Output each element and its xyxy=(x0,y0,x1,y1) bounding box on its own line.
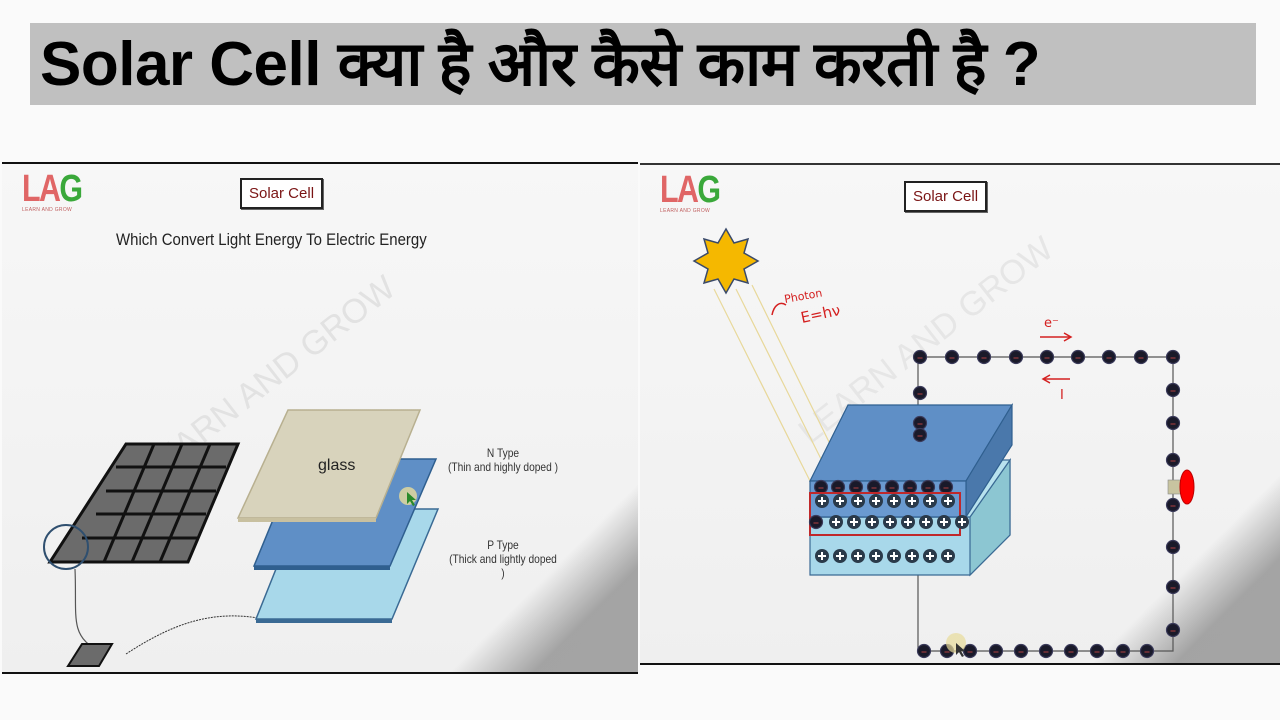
lag-logo: LAG LEARN AND GROW xyxy=(22,170,96,213)
glass-layer: glass xyxy=(236,409,422,522)
logo-subtitle: LEARN AND GROW xyxy=(22,207,73,213)
slide-shadow xyxy=(398,472,638,672)
curved-arrow-icon xyxy=(125,615,265,655)
electron-flow-annotation: e⁻ xyxy=(1040,316,1073,342)
logo-letter-a: A xyxy=(38,168,61,210)
depletion-region xyxy=(809,492,961,536)
logo-letter-l: L xyxy=(660,169,679,211)
title-banner xyxy=(30,23,1256,105)
logo-letter-l: L xyxy=(22,168,41,210)
logo-letter-g: G xyxy=(697,169,721,211)
solar-cell-label: Solar Cell xyxy=(240,178,324,209)
logo-letter-g: G xyxy=(59,168,83,210)
left-diagram: LEARN AND GROW xyxy=(43,268,440,667)
single-cell-icon xyxy=(66,643,114,667)
cursor-icon xyxy=(956,643,965,657)
photon-annotation: Photon E=hν xyxy=(771,286,842,327)
logo-letter-a: A xyxy=(676,169,699,211)
slide-shadow xyxy=(1040,463,1280,663)
magnify-circle-icon xyxy=(43,524,89,570)
connector-line xyxy=(74,568,95,649)
slide-subtitle: Which Convert Light Energy To Electric E… xyxy=(116,230,427,249)
n-type-name: N Type xyxy=(486,446,520,460)
current-annotation: I xyxy=(1041,374,1070,403)
bulb-load-icon xyxy=(1179,469,1195,505)
svg-text:e⁻: e⁻ xyxy=(1044,316,1059,331)
solar-panel-grid-icon xyxy=(47,442,241,564)
cursor-icon xyxy=(407,492,416,506)
page-title: Solar Cell क्या है और कैसे काम करती है ? xyxy=(40,30,1041,99)
n-type-note: N Type (Thin and highly doped ) xyxy=(448,446,559,474)
solar-cell-label: Solar Cell xyxy=(904,181,988,212)
lag-logo: LAG LEARN AND GROW xyxy=(660,171,734,214)
sun-icon xyxy=(692,227,760,295)
right-slide: LAG LEARN AND GROW Solar Cell LEARN AND … xyxy=(640,163,1280,665)
glass-label: glass xyxy=(318,457,355,474)
svg-text:Photon: Photon xyxy=(783,286,823,305)
svg-text:E=hν: E=hν xyxy=(799,301,842,327)
n-type-desc: (Thin and highly doped ) xyxy=(447,460,558,474)
p-type-desc: (Thick and lightly doped ) xyxy=(449,552,557,580)
right-diagram: LEARN AND GROW Photon E=hν e⁻ I xyxy=(692,227,1195,659)
p-type-name: P Type xyxy=(487,538,519,552)
p-type-note: P Type (Thick and lightly doped ) xyxy=(448,538,559,580)
svg-text:I: I xyxy=(1060,388,1064,403)
left-slide: LAG LEARN AND GROW Solar Cell Which Conv… xyxy=(2,162,638,674)
logo-subtitle: LEARN AND GROW xyxy=(660,208,711,214)
